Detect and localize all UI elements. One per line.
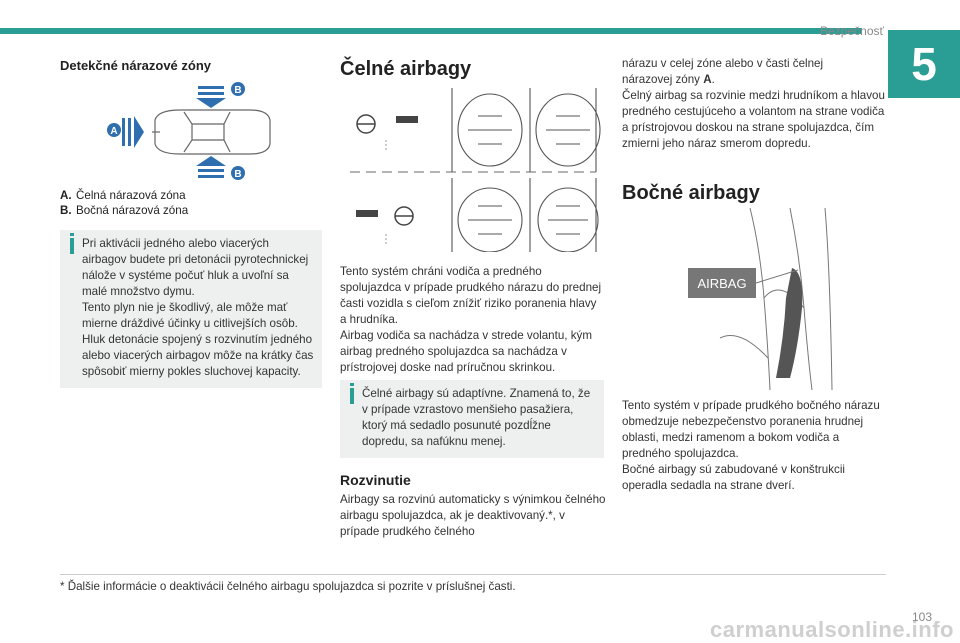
zone-legend: A.Čelná nárazová zóna B.Bočná nárazová z… [60,188,320,218]
impact-zones-diagram: B B A [107,82,271,180]
zone-b-top-marker [231,82,245,96]
zone-a-label: A [110,126,117,137]
zone-b-bottom-label: B [234,169,241,180]
inflated-airbag-shapes [451,88,601,252]
legend-item-b: B.Bočná nárazová zóna [60,204,189,217]
front-impact-arrows [122,116,144,148]
seat-outline-icon [719,208,833,390]
airbag-label-badge [688,268,756,298]
zone-b-bottom-marker [231,166,245,180]
side-impact-arrows-bottom [196,156,226,178]
zone-a-marker [107,123,121,137]
chapter-tab: 5 [888,30,960,98]
front-airbags-text: Tento systém chráni vodiča a predného sp… [340,265,602,374]
side-airbag-illustration: AIRBAG [688,208,833,390]
page-number: 103 [911,610,932,624]
side-airbag-shape [776,268,803,378]
steering-wheel-icon-2 [394,206,414,226]
footnote: * Ďalšie informácie o deaktivácii čelnéh… [60,580,516,593]
info-icon-dot [350,383,354,386]
airbag-label: AIRBAG [697,276,746,291]
header-bar [0,28,862,34]
info-icon [350,388,354,404]
footnote-divider [60,574,886,575]
impact-zones-heading: Detekčné nárazové zóny [60,58,212,73]
info-note-adaptive: Čelné airbagy sú adaptívne. Znamená to, … [340,380,604,458]
info-icon [70,238,74,254]
dashboard-airbag-icon [396,116,418,123]
dashboard-airbag-icon-2 [356,210,378,217]
info-icon-dot [70,233,74,236]
deployment-subheading: Rozvinutie [340,472,411,488]
car-outline-icon [152,109,271,155]
deployment-text: Airbagy sa rozvinú automaticky s výnimko… [340,493,606,538]
info-note-noise: Pri aktivácii jedného alebo viacerých ai… [60,230,322,388]
front-airbags-illustration [350,88,601,252]
section-name: Bezpečnosť [820,24,884,38]
side-impact-arrows-top [196,86,226,108]
legend-item-a: A.Čelná nárazová zóna [60,189,186,202]
front-airbags-heading: Čelné airbagy [340,58,472,80]
deployment-continued-text: nárazu v celej zóne alebo v časti čelnej… [622,57,885,150]
side-airbags-heading: Bočné airbagy [622,182,760,204]
zone-b-top-label: B [234,85,241,96]
side-airbags-text: Tento systém v prípade prudkého bočného … [622,399,880,492]
steering-wheel-icon [356,114,376,134]
watermark: carmanualsonline.info [710,617,954,642]
